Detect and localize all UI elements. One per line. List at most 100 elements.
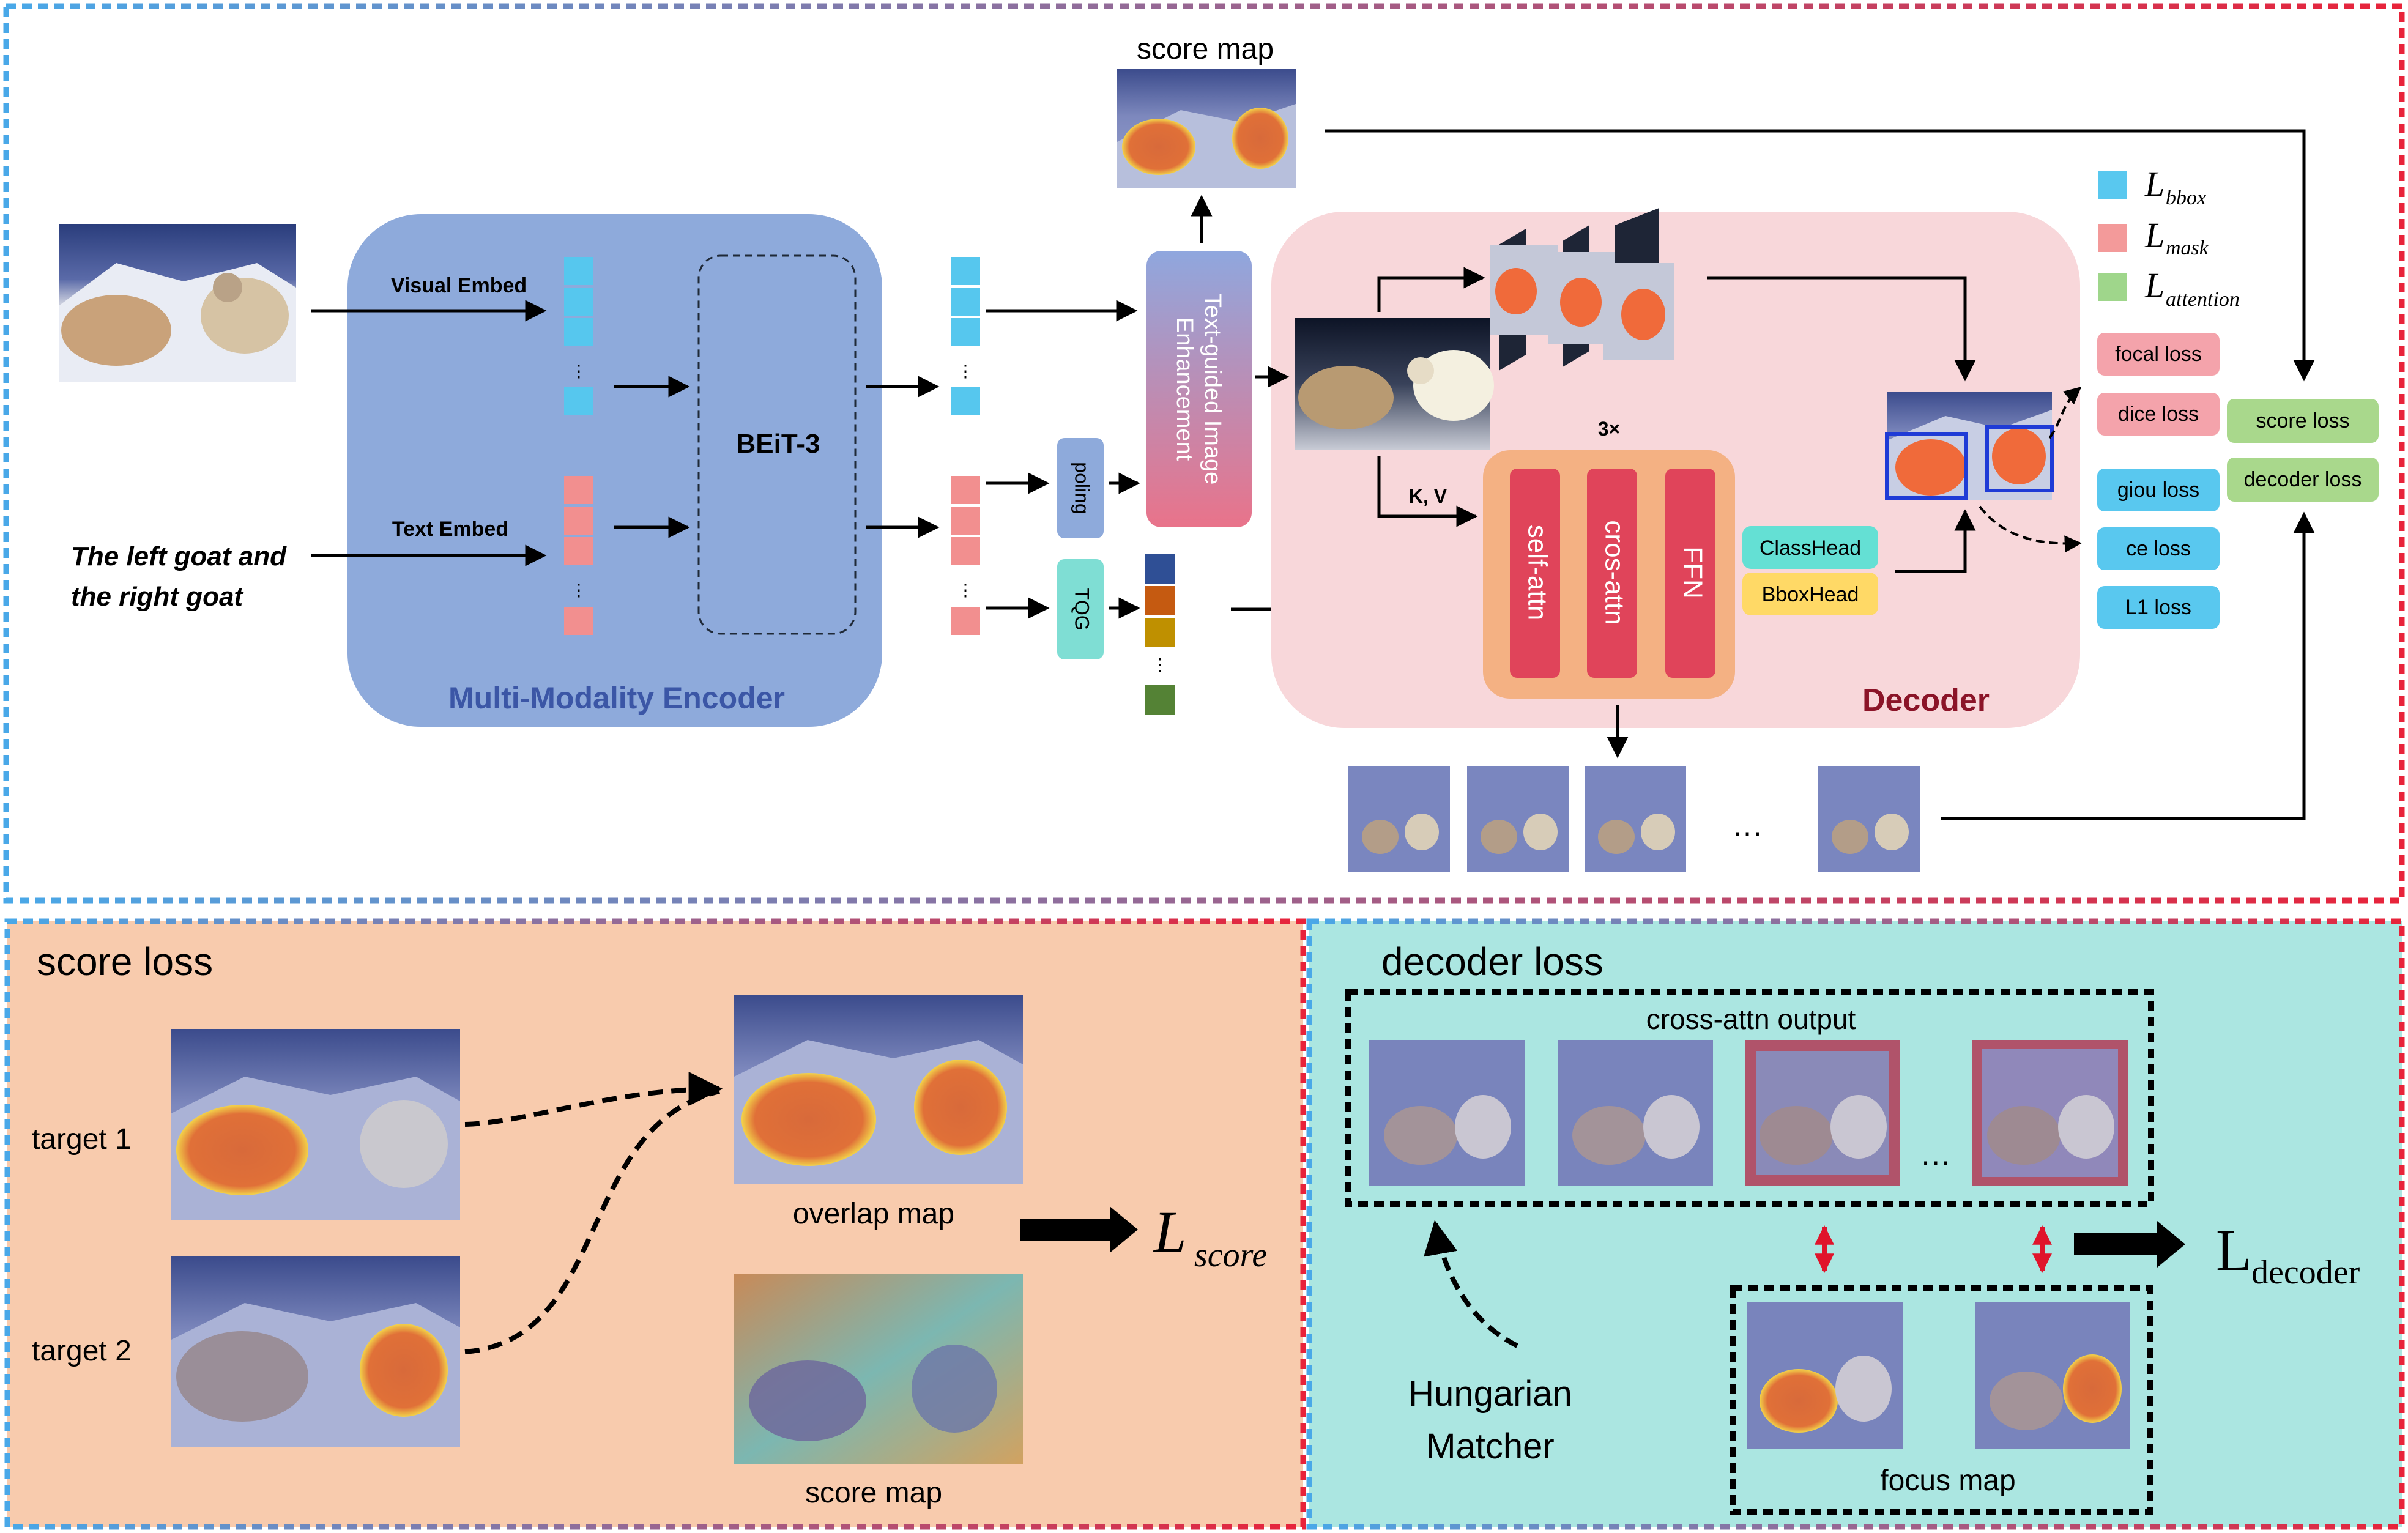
beit3-label: BEiT-3 (737, 429, 820, 459)
tqg-box (1057, 559, 1104, 659)
focus-map-frame (1730, 1285, 2153, 1515)
score-loss-symbol-sub: score (1194, 1236, 1267, 1274)
text-output-tokens (951, 476, 980, 635)
overlap-map-label: overlap map (793, 1198, 954, 1230)
pooling-box (1057, 438, 1104, 538)
score-map-title: score map (1137, 33, 1274, 65)
pooling-label: poling (1071, 462, 1093, 514)
text-embed-label: Text Embed (392, 518, 508, 541)
text-token-ellipsis: ⋮ (570, 581, 587, 599)
arrow-enhanced-to-kv (1377, 456, 1478, 527)
dash-to-bbox-losses (1979, 505, 2082, 553)
visual-token-ellipsis: ⋮ (570, 362, 587, 380)
legend-bbox-main: L (2144, 164, 2165, 204)
mask-stack (1490, 208, 1674, 371)
target1-label: target 1 (32, 1123, 132, 1156)
decoder-loss-box (2227, 458, 2379, 502)
score-map-image (1117, 69, 1296, 188)
legend-attention-main: L (2144, 265, 2165, 305)
enhancement-box (1146, 251, 1252, 527)
dice-loss-label: dice loss (2118, 403, 2199, 426)
dice-loss-box (2097, 393, 2220, 436)
encoder-box (347, 214, 882, 727)
score-loss-label: score loss (2256, 409, 2349, 432)
giou-loss-box (2097, 469, 2220, 511)
focus-map-images (1747, 1302, 2130, 1449)
score-map-bottom-image (734, 1274, 1023, 1464)
decoder-panel-title: decoder loss (1381, 940, 1603, 984)
decoder-loss-label: decoder loss (2244, 468, 2362, 491)
text-token-column (564, 476, 593, 635)
dash-to-mask-losses (2048, 387, 2082, 439)
input-text-line1: The left goat and (71, 541, 287, 571)
cross-attn-ellipsis: … (1920, 1137, 1952, 1172)
score-loss-symbol-main: L (1153, 1199, 1186, 1264)
enhanced-image (1295, 318, 1494, 450)
arrow-head-score-loss (1110, 1206, 1138, 1253)
target2-image (171, 1256, 460, 1447)
legend-swatch-attention (2098, 273, 2127, 301)
cross-attn-output-label: cross-attn output (1646, 1003, 1856, 1035)
cross-attn-output-frame (1345, 989, 2154, 1207)
legend-attention-sub: attention (2166, 288, 2240, 311)
cross-attn-box (1587, 469, 1637, 678)
attention-map-row (1348, 766, 1920, 872)
self-attn-label: self-attn (1522, 525, 1552, 621)
ce-loss-label: ce loss (2126, 537, 2191, 560)
class-head-label: ClassHead (1760, 536, 1861, 560)
visual-token-column (564, 257, 593, 415)
arrow-masks-to-prediction (1707, 276, 1976, 382)
enhancement-label-line2: Enhancement (1172, 317, 1197, 461)
legend-swatch-bbox (2098, 171, 2127, 199)
l1-loss-label: L1 loss (2125, 596, 2191, 619)
focal-loss-box (2097, 333, 2220, 376)
giou-loss-label: giou loss (2117, 478, 2199, 502)
attention-maps-ellipsis: … (1731, 807, 1763, 843)
repeat-label: 3× (1598, 418, 1620, 440)
dash-matcher-to-output (1424, 1220, 1518, 1348)
focus-map-label: focus map (1880, 1464, 2015, 1497)
arrow-maps-to-decoder-loss (1941, 511, 2315, 820)
query-token-column (1145, 554, 1175, 715)
decoder-loss-symbol-main: L (2216, 1217, 2252, 1283)
ce-loss-box (2097, 527, 2220, 570)
bbox-head-box (1742, 573, 1878, 615)
enhancement-label-line1: Text-guided Image (1200, 294, 1225, 485)
decoder-loss-symbol-sub: decoder (2251, 1253, 2360, 1291)
query-token-ellipsis: ⋮ (1151, 655, 1169, 674)
kv-label: K, V (1409, 485, 1447, 507)
prediction-image (1885, 392, 2054, 500)
tqg-label: TQG (1071, 588, 1093, 630)
beit3-box (697, 254, 857, 635)
target1-image (171, 1029, 460, 1220)
legend-mask-sub: mask (2166, 237, 2209, 259)
self-attn-box (1510, 469, 1560, 678)
cross-attn-output-images (1369, 1040, 2128, 1186)
legend-bbox-sub: bbox (2166, 187, 2206, 209)
ffn-box (1665, 469, 1715, 678)
ffn-label: FFN (1678, 546, 1708, 599)
l1-loss-box (2097, 586, 2220, 629)
arrow-scoremap-to-scoreloss (1325, 129, 2315, 382)
target2-label: target 2 (32, 1335, 132, 1367)
class-head-box (1742, 526, 1878, 569)
input-text-line2: the right goat (71, 582, 244, 612)
visual-output-ellipsis: ⋮ (957, 362, 974, 380)
overlap-map-image (734, 995, 1023, 1184)
legend-swatch-mask (2098, 224, 2127, 252)
focal-loss-label: focal loss (2115, 343, 2202, 366)
matcher-label-line1: Hungarian (1408, 1374, 1572, 1414)
score-panel-title: score loss (37, 940, 213, 984)
legend: L bbox L mask L attention (2098, 164, 2240, 311)
cross-attn-label: cros-attn (1599, 520, 1629, 625)
visual-output-tokens (951, 257, 980, 415)
arrow-enhanced-to-masks (1377, 267, 1485, 312)
arrow-heads-to-prediction (1895, 509, 1976, 573)
bbox-head-label: BboxHead (1762, 583, 1859, 606)
legend-mask-main: L (2144, 215, 2165, 255)
text-output-ellipsis: ⋮ (957, 581, 974, 599)
encoder-title: Multi-Modality Encoder (448, 681, 785, 715)
score-map-bottom-label: score map (805, 1477, 942, 1509)
decoder-title: Decoder (1862, 683, 1990, 718)
